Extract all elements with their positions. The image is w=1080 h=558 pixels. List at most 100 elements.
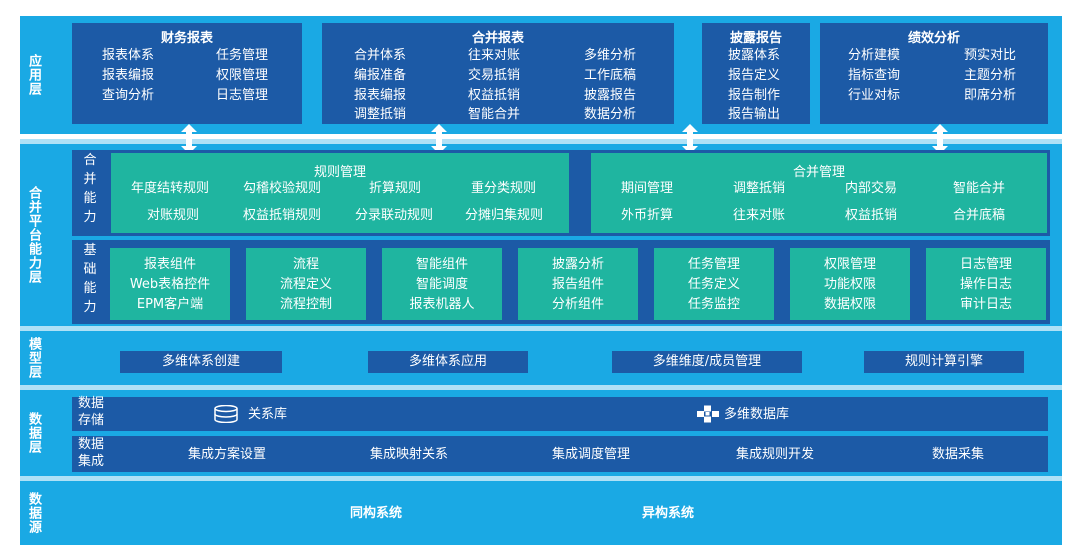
basic-item: 智能组件 [415, 257, 468, 272]
rule-item: 对账规则 [147, 208, 200, 223]
basic-item: 数据权限 [823, 297, 876, 312]
basic-group: 流程 流程定义 流程控制 [246, 248, 366, 320]
basic-item: 报表组件 [143, 257, 196, 272]
rule-item: 重分类规则 [471, 181, 537, 196]
basic-item: 任务监控 [687, 297, 740, 312]
module-item: 分析建模 [848, 48, 901, 63]
module-item: 日志管理 [216, 88, 269, 103]
layer-separator [20, 385, 1062, 390]
merge-item: 权益抵销 [845, 208, 898, 223]
module-title: 披露报告 [729, 31, 782, 46]
module-item: 报告输出 [728, 107, 781, 122]
merge-item: 往来对账 [733, 208, 786, 223]
relational-db-label: 关系库 [248, 407, 288, 422]
integration-item: 集成规则开发 [736, 447, 815, 462]
platform-layer-label: 合并平台能力层 [26, 186, 41, 284]
module-item: 查询分析 [102, 88, 155, 103]
model-item: 多维体系应用 [368, 351, 528, 373]
module-item: 披露体系 [728, 48, 781, 63]
module-item: 权益抵销 [468, 88, 521, 103]
basic-item: 任务定义 [687, 277, 740, 292]
basic-item: 报表机器人 [409, 297, 475, 312]
data-source-label: 数据源 [26, 492, 41, 534]
layer-separator [20, 139, 1062, 144]
basic-group: 披露分析 报告组件 分析组件 [518, 248, 638, 320]
model-item: 规则计算引擎 [864, 351, 1024, 373]
data-source-band [20, 481, 1062, 545]
module-item: 报告制作 [728, 88, 781, 103]
module-item: 主题分析 [964, 68, 1017, 83]
data-integration-row: 数据集成 集成方案设置 集成映射关系 集成调度管理 集成规则开发 数据采集 [72, 436, 1048, 472]
consolidation-capability-label: 合并能力 [83, 153, 97, 225]
module-item: 行业对标 [848, 88, 901, 103]
merge-item: 期间管理 [621, 181, 674, 196]
source-heterogeneous: 异构系统 [642, 506, 695, 521]
module-performance-analysis: 绩效分析 分析建模 预实对比 指标查询 主题分析 行业对标 即席分析 [820, 23, 1048, 124]
module-title: 合并报表 [471, 31, 524, 46]
module-item: 往来对账 [468, 48, 521, 63]
module-disclosure-reports: 披露报告 披露体系 报告定义 报告制作 报告输出 [702, 23, 810, 124]
basic-item: 分析组件 [551, 297, 604, 312]
merge-title: 合并管理 [792, 165, 845, 180]
merge-item: 内部交易 [845, 181, 898, 196]
double-arrow-icon [181, 124, 197, 154]
integration-item: 数据采集 [932, 447, 985, 462]
layer-separator [20, 476, 1062, 481]
double-arrow-icon [682, 124, 698, 154]
basic-group: 日志管理 操作日志 审计日志 [926, 248, 1046, 320]
double-arrow-icon [932, 124, 948, 154]
rule-item: 折算规则 [369, 181, 422, 196]
rules-title: 规则管理 [313, 165, 366, 180]
basic-item: 流程控制 [279, 297, 332, 312]
basic-item: 报告组件 [551, 277, 604, 292]
rule-item: 权益抵销规则 [243, 208, 322, 223]
module-item: 指标查询 [848, 68, 901, 83]
source-homogeneous: 同构系统 [350, 506, 403, 521]
merge-item: 合并底稿 [953, 208, 1006, 223]
module-financial-reports: 财务报表 报表体系 任务管理 报表编报 权限管理 查询分析 日志管理 [72, 23, 302, 124]
module-item: 报告定义 [728, 68, 781, 83]
basic-item: 流程定义 [279, 277, 332, 292]
module-title: 财务报表 [160, 31, 213, 46]
data-integration-label: 数据集成 [78, 437, 105, 469]
module-item: 披露报告 [584, 88, 637, 103]
basic-item: 操作日志 [959, 277, 1012, 292]
database-icon [214, 405, 238, 423]
model-item: 多维维度/成员管理 [612, 351, 802, 373]
module-item: 合并体系 [354, 48, 407, 63]
module-item: 任务管理 [216, 48, 269, 63]
merge-item: 调整抵销 [733, 181, 786, 196]
basic-capability-label: 基础能力 [83, 243, 97, 315]
model-item: 多维体系创建 [120, 351, 282, 373]
module-item: 调整抵销 [354, 107, 407, 122]
module-item: 多维分析 [584, 48, 637, 63]
basic-item: 流程 [292, 257, 319, 272]
basic-item: EPM客户端 [136, 297, 204, 312]
integration-item: 集成调度管理 [552, 447, 631, 462]
integration-item: 集成映射关系 [370, 447, 449, 462]
basic-item: 披露分析 [551, 257, 604, 272]
basic-item: Web表格控件 [129, 277, 211, 292]
rule-item: 年度结转规则 [131, 181, 210, 196]
data-layer-label: 数据层 [26, 412, 41, 454]
double-arrow-icon [431, 124, 447, 154]
module-item: 编报准备 [354, 68, 407, 83]
basic-item: 功能权限 [823, 277, 876, 292]
basic-item: 智能调度 [415, 277, 468, 292]
module-consolidated-reports: 合并报表 合并体系 往来对账 多维分析 编报准备 交易抵销 工作底稿 报表编报 … [322, 23, 674, 124]
module-item: 权限管理 [216, 68, 269, 83]
cubes-icon [697, 405, 719, 423]
rules-management-box: 规则管理 年度结转规则 勾稽校验规则 折算规则 重分类规则 对账规则 权益抵销规… [111, 153, 569, 233]
multidim-db-label: 多维数据库 [724, 407, 790, 422]
module-title: 绩效分析 [907, 31, 960, 46]
basic-group: 报表组件 Web表格控件 EPM客户端 [110, 248, 230, 320]
model-layer-label: 模型层 [26, 337, 41, 379]
module-item: 预实对比 [964, 48, 1017, 63]
basic-group: 权限管理 功能权限 数据权限 [790, 248, 910, 320]
merge-item: 外币折算 [621, 208, 674, 223]
module-item: 智能合并 [468, 107, 521, 122]
module-item: 数据分析 [584, 107, 637, 122]
rule-item: 勾稽校验规则 [243, 181, 322, 196]
basic-item: 日志管理 [959, 257, 1012, 272]
merge-management-box: 合并管理 期间管理 调整抵销 内部交易 智能合并 外币折算 往来对账 权益抵销 … [591, 153, 1047, 233]
